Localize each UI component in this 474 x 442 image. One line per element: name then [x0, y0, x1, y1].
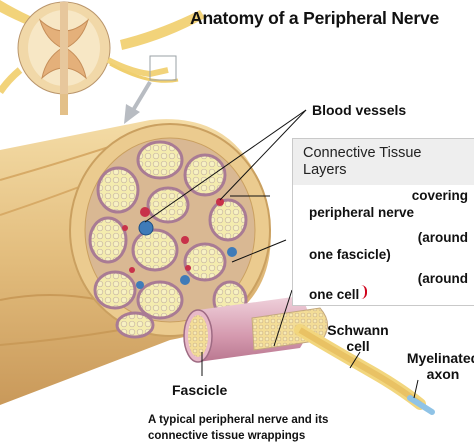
- connective-tissue-box: Connective Tissue Layers covering periph…: [292, 138, 474, 306]
- caption-line2: connective tissue wrappings: [148, 430, 306, 442]
- label-myelinated-line1: Myelinated: [406, 350, 474, 366]
- box-line-around-1: (around: [417, 230, 468, 245]
- fascicle-tube: [183, 296, 328, 363]
- label-blood-vessels: Blood vessels: [312, 102, 407, 118]
- box-line-covering: covering: [411, 188, 468, 203]
- red-parenthesis-mark: [361, 285, 367, 299]
- label-myelinated-axon: Myelinated axon: [398, 350, 474, 382]
- label-myelinated-line2: axon: [426, 366, 460, 382]
- arrow-icon: [124, 80, 152, 124]
- box-line-around-2: (around: [417, 271, 468, 286]
- figure-title: Anatomy of a Peripheral Nerve: [190, 8, 440, 28]
- box-line-peripheral-nerve: peripheral nerve: [309, 205, 415, 220]
- label-fascicle: Fascicle: [172, 382, 228, 398]
- box-line-one-cell: one cell: [309, 287, 360, 302]
- label-schwann-cell: Schwann cell: [320, 322, 396, 354]
- blood-vessel-dots: [122, 198, 237, 289]
- fascicles: [88, 140, 248, 339]
- connective-tissue-box-title: Connective Tissue Layers: [303, 145, 422, 178]
- spinal-cord-illustration: [0, 0, 205, 115]
- nerve-fibre: [294, 324, 435, 415]
- label-schwann-line2: cell: [346, 338, 370, 354]
- box-line-one-fascicle: one fascicle): [309, 247, 391, 262]
- label-schwann-line1: Schwann: [327, 322, 389, 338]
- connective-tissue-box-header: [293, 139, 474, 185]
- nerve-cylinder: [0, 119, 271, 406]
- caption-line1: A typical peripheral nerve and its: [148, 414, 329, 426]
- leader-lines: [144, 109, 419, 399]
